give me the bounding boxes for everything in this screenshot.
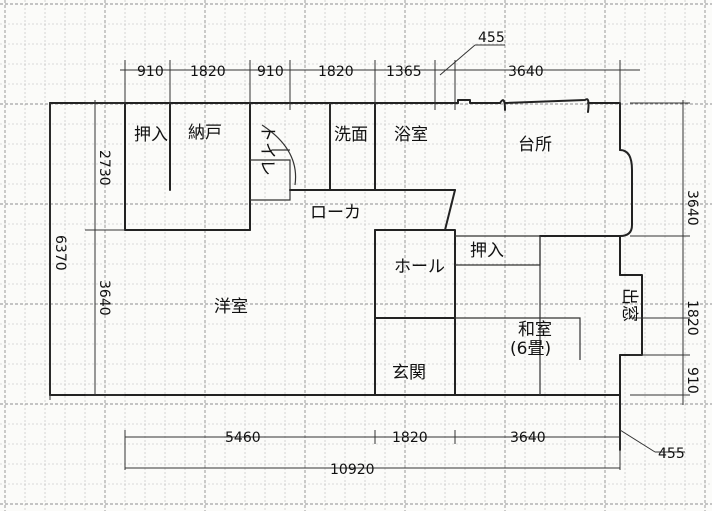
room-hall: ホール: [394, 257, 445, 277]
dim-right-3640: 3640: [684, 190, 700, 226]
dim-bottom-3640: 3640: [510, 430, 546, 446]
dim-left-2730: 2730: [96, 150, 112, 186]
dim-left-3640: 3640: [96, 280, 112, 316]
dim-right-910: 910: [684, 367, 700, 394]
dim-right-1820: 1820: [684, 300, 700, 336]
dim-bottom-5460: 5460: [225, 430, 261, 446]
dim-top-1365: 1365: [386, 64, 422, 80]
room-demado: 出窓: [619, 288, 639, 322]
room-senmen: 洗面: [334, 125, 368, 145]
room-youshitsu: 洋室: [214, 297, 248, 317]
dim-bottom-total: 10920: [330, 462, 375, 478]
dimension-lines: [49, 44, 690, 470]
dim-top-455: 455: [478, 30, 505, 46]
room-oshiire-left: 押入: [134, 125, 168, 145]
dim-top-910-b: 910: [257, 64, 284, 80]
room-oshiire-right: 押入: [470, 241, 504, 261]
interior-walls: [124, 102, 621, 396]
room-genkan: 玄関: [392, 363, 426, 383]
room-daidokoro: 台所: [518, 135, 552, 155]
room-toilet: トイレ: [257, 125, 277, 176]
room-washitsu: 和室: [518, 320, 552, 340]
dim-top-3640: 3640: [508, 64, 544, 80]
dim-bottom-1820: 1820: [392, 430, 428, 446]
exterior-walls: [49, 98, 643, 451]
dim-top-910-a: 910: [137, 64, 164, 80]
dim-bottom-455: 455: [658, 446, 685, 462]
room-yokushitsu: 浴室: [394, 125, 428, 145]
room-washitsu-size: (6畳): [510, 339, 551, 359]
dim-top-1820-a: 1820: [190, 64, 226, 80]
room-roka: ローカ: [310, 203, 361, 223]
dim-left-total: 6370: [52, 235, 68, 271]
dim-top-1820-b: 1820: [318, 64, 354, 80]
room-nando: 納戸: [188, 123, 222, 143]
